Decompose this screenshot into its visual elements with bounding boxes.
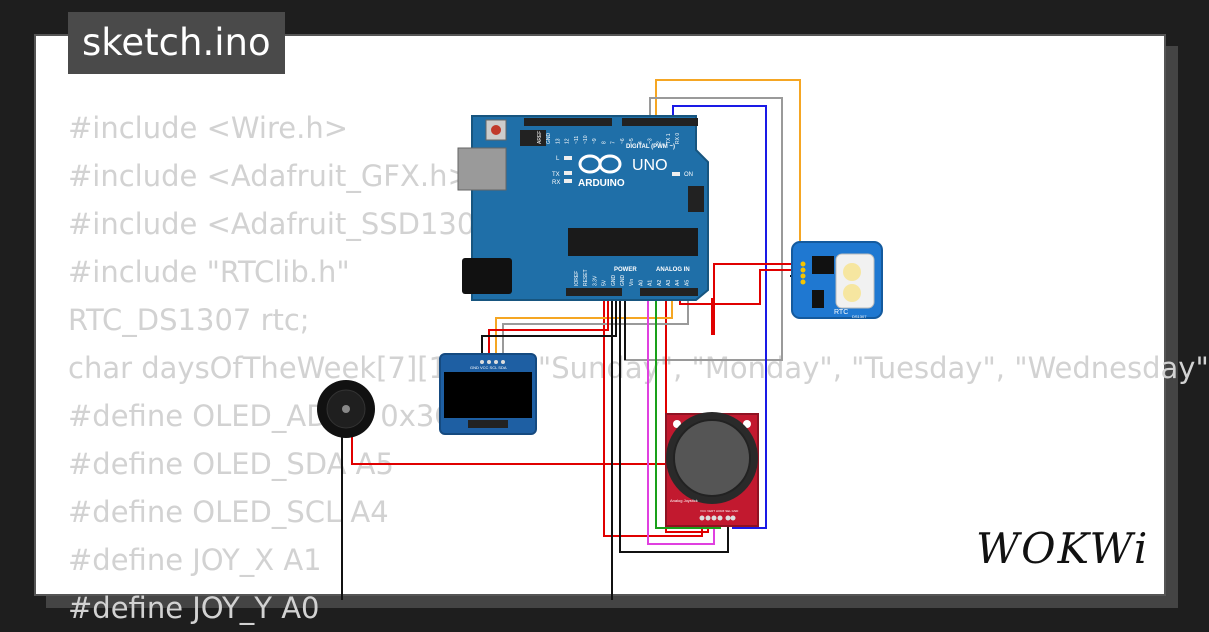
- usb-port: [457, 147, 507, 191]
- reset-button-cap: [491, 125, 501, 135]
- pin-label: ~9: [592, 138, 598, 144]
- on-led: [672, 172, 680, 176]
- pin-label: ~3: [647, 138, 653, 144]
- icsp-header-small: [520, 130, 546, 146]
- pin-label: GND: [611, 275, 617, 287]
- pin-label: A5: [684, 280, 690, 286]
- icsp-header: [688, 186, 704, 212]
- pin-label: A1: [648, 280, 654, 286]
- wire-black-oled: [481, 290, 617, 362]
- pin-label: ~11: [574, 136, 580, 144]
- wire-black-joystick: [619, 290, 729, 553]
- atmega-chip: [568, 228, 698, 256]
- rtc-battery-bottom: [843, 284, 861, 302]
- rx-led: [564, 179, 572, 183]
- circuit-diagram: ARDUINO UNO DIGITAL (PWM ~) POWER ANALOG…: [317, 79, 883, 600]
- pin-label: A2: [657, 280, 663, 286]
- rtc-crystal: [812, 290, 824, 308]
- arduino-uno-board[interactable]: ARDUINO UNO DIGITAL (PWM ~) POWER ANALOG…: [457, 115, 709, 301]
- code-line: RTC_DS1307 rtc;: [68, 303, 310, 337]
- project-card[interactable]: #include <Wire.h> #include <Adafruit_GFX.…: [34, 34, 1209, 625]
- file-tab[interactable]: sketch.ino: [68, 12, 285, 74]
- l-led: [564, 156, 572, 160]
- pin-label: 5V: [602, 279, 608, 286]
- rtc-ds1307-module[interactable]: RTC DS1307: [791, 241, 883, 319]
- arduino-logo: [578, 154, 622, 174]
- pin-label: 12: [565, 138, 571, 144]
- wire-orange-oled: [495, 290, 673, 362]
- pin-label: RX 0: [675, 133, 681, 144]
- pin-label: A4: [675, 280, 681, 286]
- rtc-battery-top: [843, 263, 861, 281]
- code-line: #define JOY_X A1: [68, 543, 322, 577]
- rtc-label: RTC: [834, 309, 848, 316]
- pin-label: AREF: [537, 131, 543, 144]
- tx-led-label: TX: [552, 172, 560, 178]
- header-analog: [640, 288, 698, 296]
- pin-label: 8: [601, 141, 607, 144]
- rtc-chip: [812, 256, 834, 274]
- pin-label: A3: [666, 280, 672, 286]
- oled-ribbon: [468, 420, 508, 428]
- pin-label: A0: [638, 280, 644, 286]
- arduino-model-label: UNO: [632, 157, 668, 174]
- header-top-left: [524, 118, 612, 126]
- wire-red-oled: [488, 290, 609, 362]
- wire-gray-oled: [502, 290, 689, 362]
- analog-in-label: ANALOG IN: [656, 267, 690, 273]
- oled-pin-labels: GND VCC SCL SDA: [470, 365, 507, 370]
- wire-red-rtc-vcc: [711, 263, 798, 335]
- rtc-sublabel: DS1307: [852, 314, 867, 319]
- piezo-buzzer[interactable]: [317, 380, 375, 438]
- pin-label: Vin: [629, 279, 635, 286]
- wokwi-logo: WOKWi: [976, 524, 1150, 573]
- pin-label: ~6: [620, 138, 626, 144]
- code-line: #define OLED_SDA A5: [68, 447, 394, 481]
- oled-screen: [444, 372, 532, 418]
- pin-label: 4: [638, 141, 644, 144]
- header-top-right: [622, 118, 698, 126]
- joystick-knob[interactable]: [673, 419, 751, 497]
- buzzer-hole: [342, 405, 350, 413]
- pin-label: 13: [555, 138, 561, 144]
- digital-pwm-label: DIGITAL (PWM ~): [626, 144, 675, 150]
- code-line: #include <Adafruit_GFX.h>: [68, 159, 472, 193]
- pin-label: IOREF: [574, 271, 580, 286]
- wire-magenta-joystick: [647, 290, 715, 545]
- tx-led: [564, 171, 572, 175]
- pin-label: 7: [611, 141, 617, 144]
- pin-label: RESET: [583, 269, 589, 286]
- pin-label: 2: [657, 141, 663, 144]
- power-label: POWER: [614, 267, 637, 273]
- joystick-label: Analog Joystick: [670, 498, 698, 503]
- pin-label: TX 1: [666, 133, 672, 144]
- oled-ssd1306-display[interactable]: GND VCC SCL SDA: [439, 353, 537, 435]
- code-line: #include "RTClib.h": [68, 255, 350, 289]
- code-line: #define OLED_SCL A4: [68, 495, 389, 529]
- header-power: [566, 288, 622, 296]
- power-jack: [462, 258, 512, 294]
- pin-label: GND: [620, 275, 626, 287]
- code-line: #include <Wire.h>: [68, 111, 349, 145]
- pin-label: ~5: [629, 138, 635, 144]
- rx-led-label: RX: [552, 180, 560, 186]
- joystick-pin-labels: VCC VERT HORZ SEL GND: [700, 509, 739, 513]
- code-line: #define JOY_Y A0: [68, 591, 320, 625]
- analog-joystick-module[interactable]: Analog Joystick VCC VERT HORZ SEL GND: [665, 412, 759, 527]
- pin-label: ~10: [583, 135, 589, 144]
- code-preview: #include <Wire.h> #include <Adafruit_GFX.…: [68, 104, 1209, 632]
- pin-label: GND: [546, 133, 552, 145]
- pin-label: 3.3V: [592, 275, 598, 286]
- l-led-label: L: [556, 156, 560, 162]
- on-led-label: ON: [684, 172, 693, 178]
- wire-orange-rtc: [655, 79, 801, 262]
- arduino-brand-label: ARDUINO: [578, 178, 625, 189]
